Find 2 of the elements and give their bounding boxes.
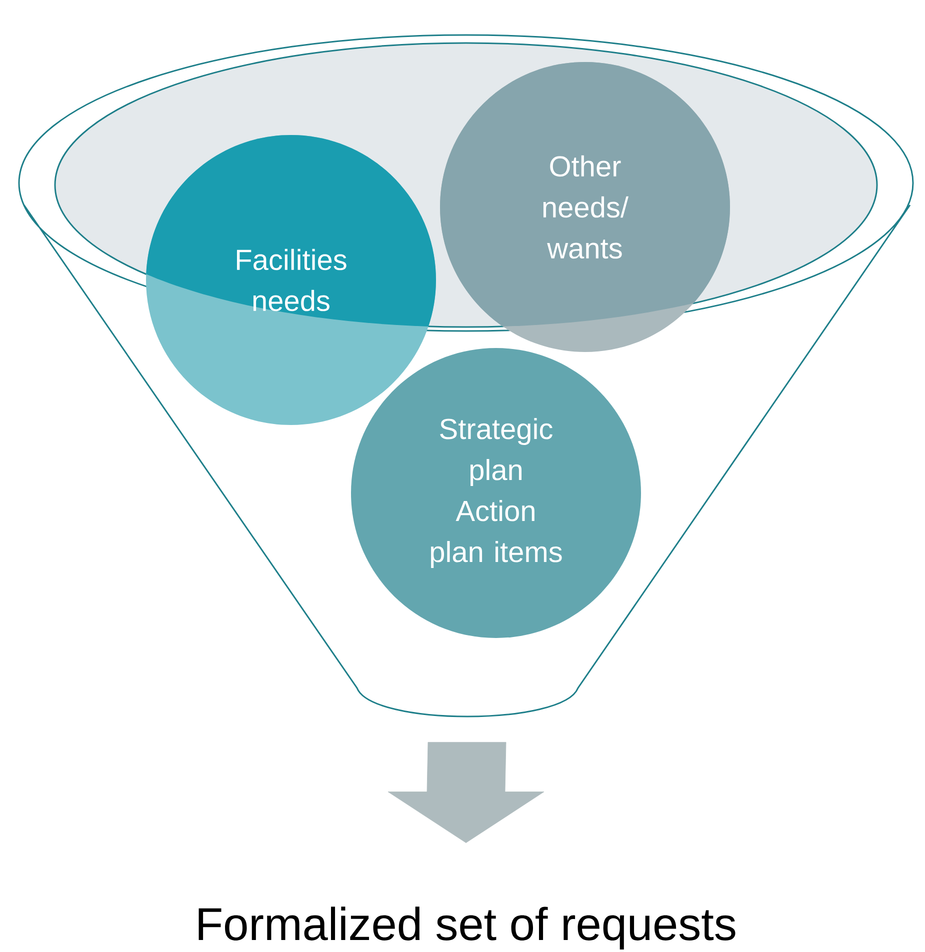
- result-text: Formalized set of requests: [198, 906, 736, 950]
- block-arrow: [388, 742, 544, 843]
